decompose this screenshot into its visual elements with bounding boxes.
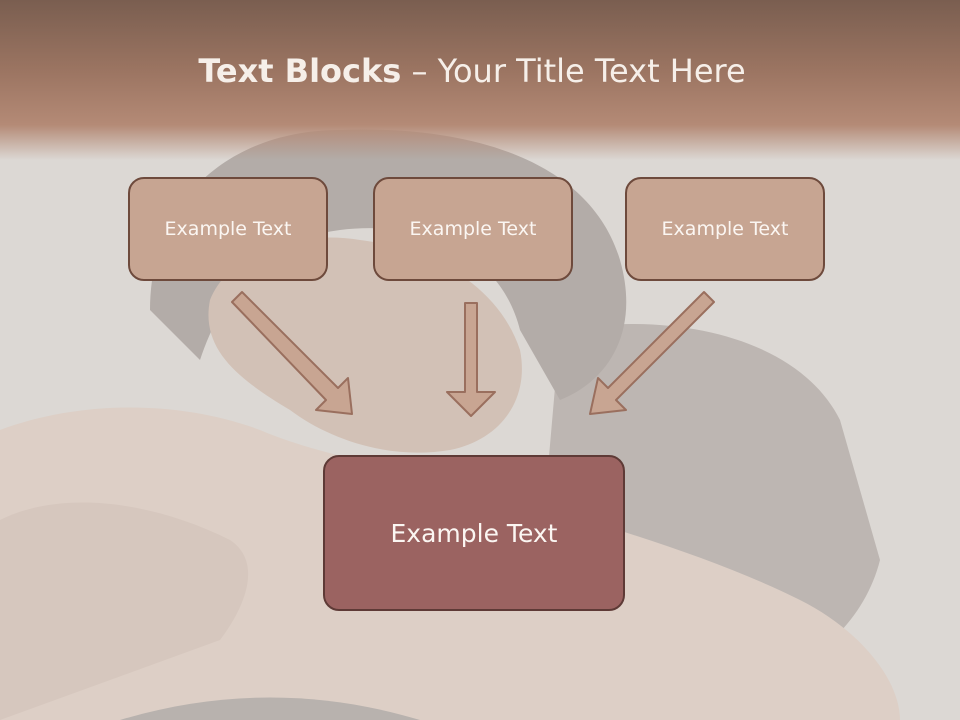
text-block-bottom[interactable]: Example Text — [323, 455, 625, 611]
text-block-bottom-label: Example Text — [390, 518, 558, 548]
title-rest: Your Title Text Here — [437, 52, 746, 90]
title-bold: Text Blocks — [198, 52, 402, 90]
text-block-right[interactable]: Example Text — [625, 177, 825, 281]
text-block-left[interactable]: Example Text — [128, 177, 328, 281]
text-block-center[interactable]: Example Text — [373, 177, 573, 281]
title-separator: – — [401, 52, 438, 90]
text-block-right-label: Example Text — [661, 218, 789, 240]
text-block-left-label: Example Text — [164, 218, 292, 240]
text-block-center-label: Example Text — [409, 218, 537, 240]
slide-title: Text Blocks – Your Title Text Here — [0, 52, 944, 90]
title-band — [0, 0, 960, 160]
